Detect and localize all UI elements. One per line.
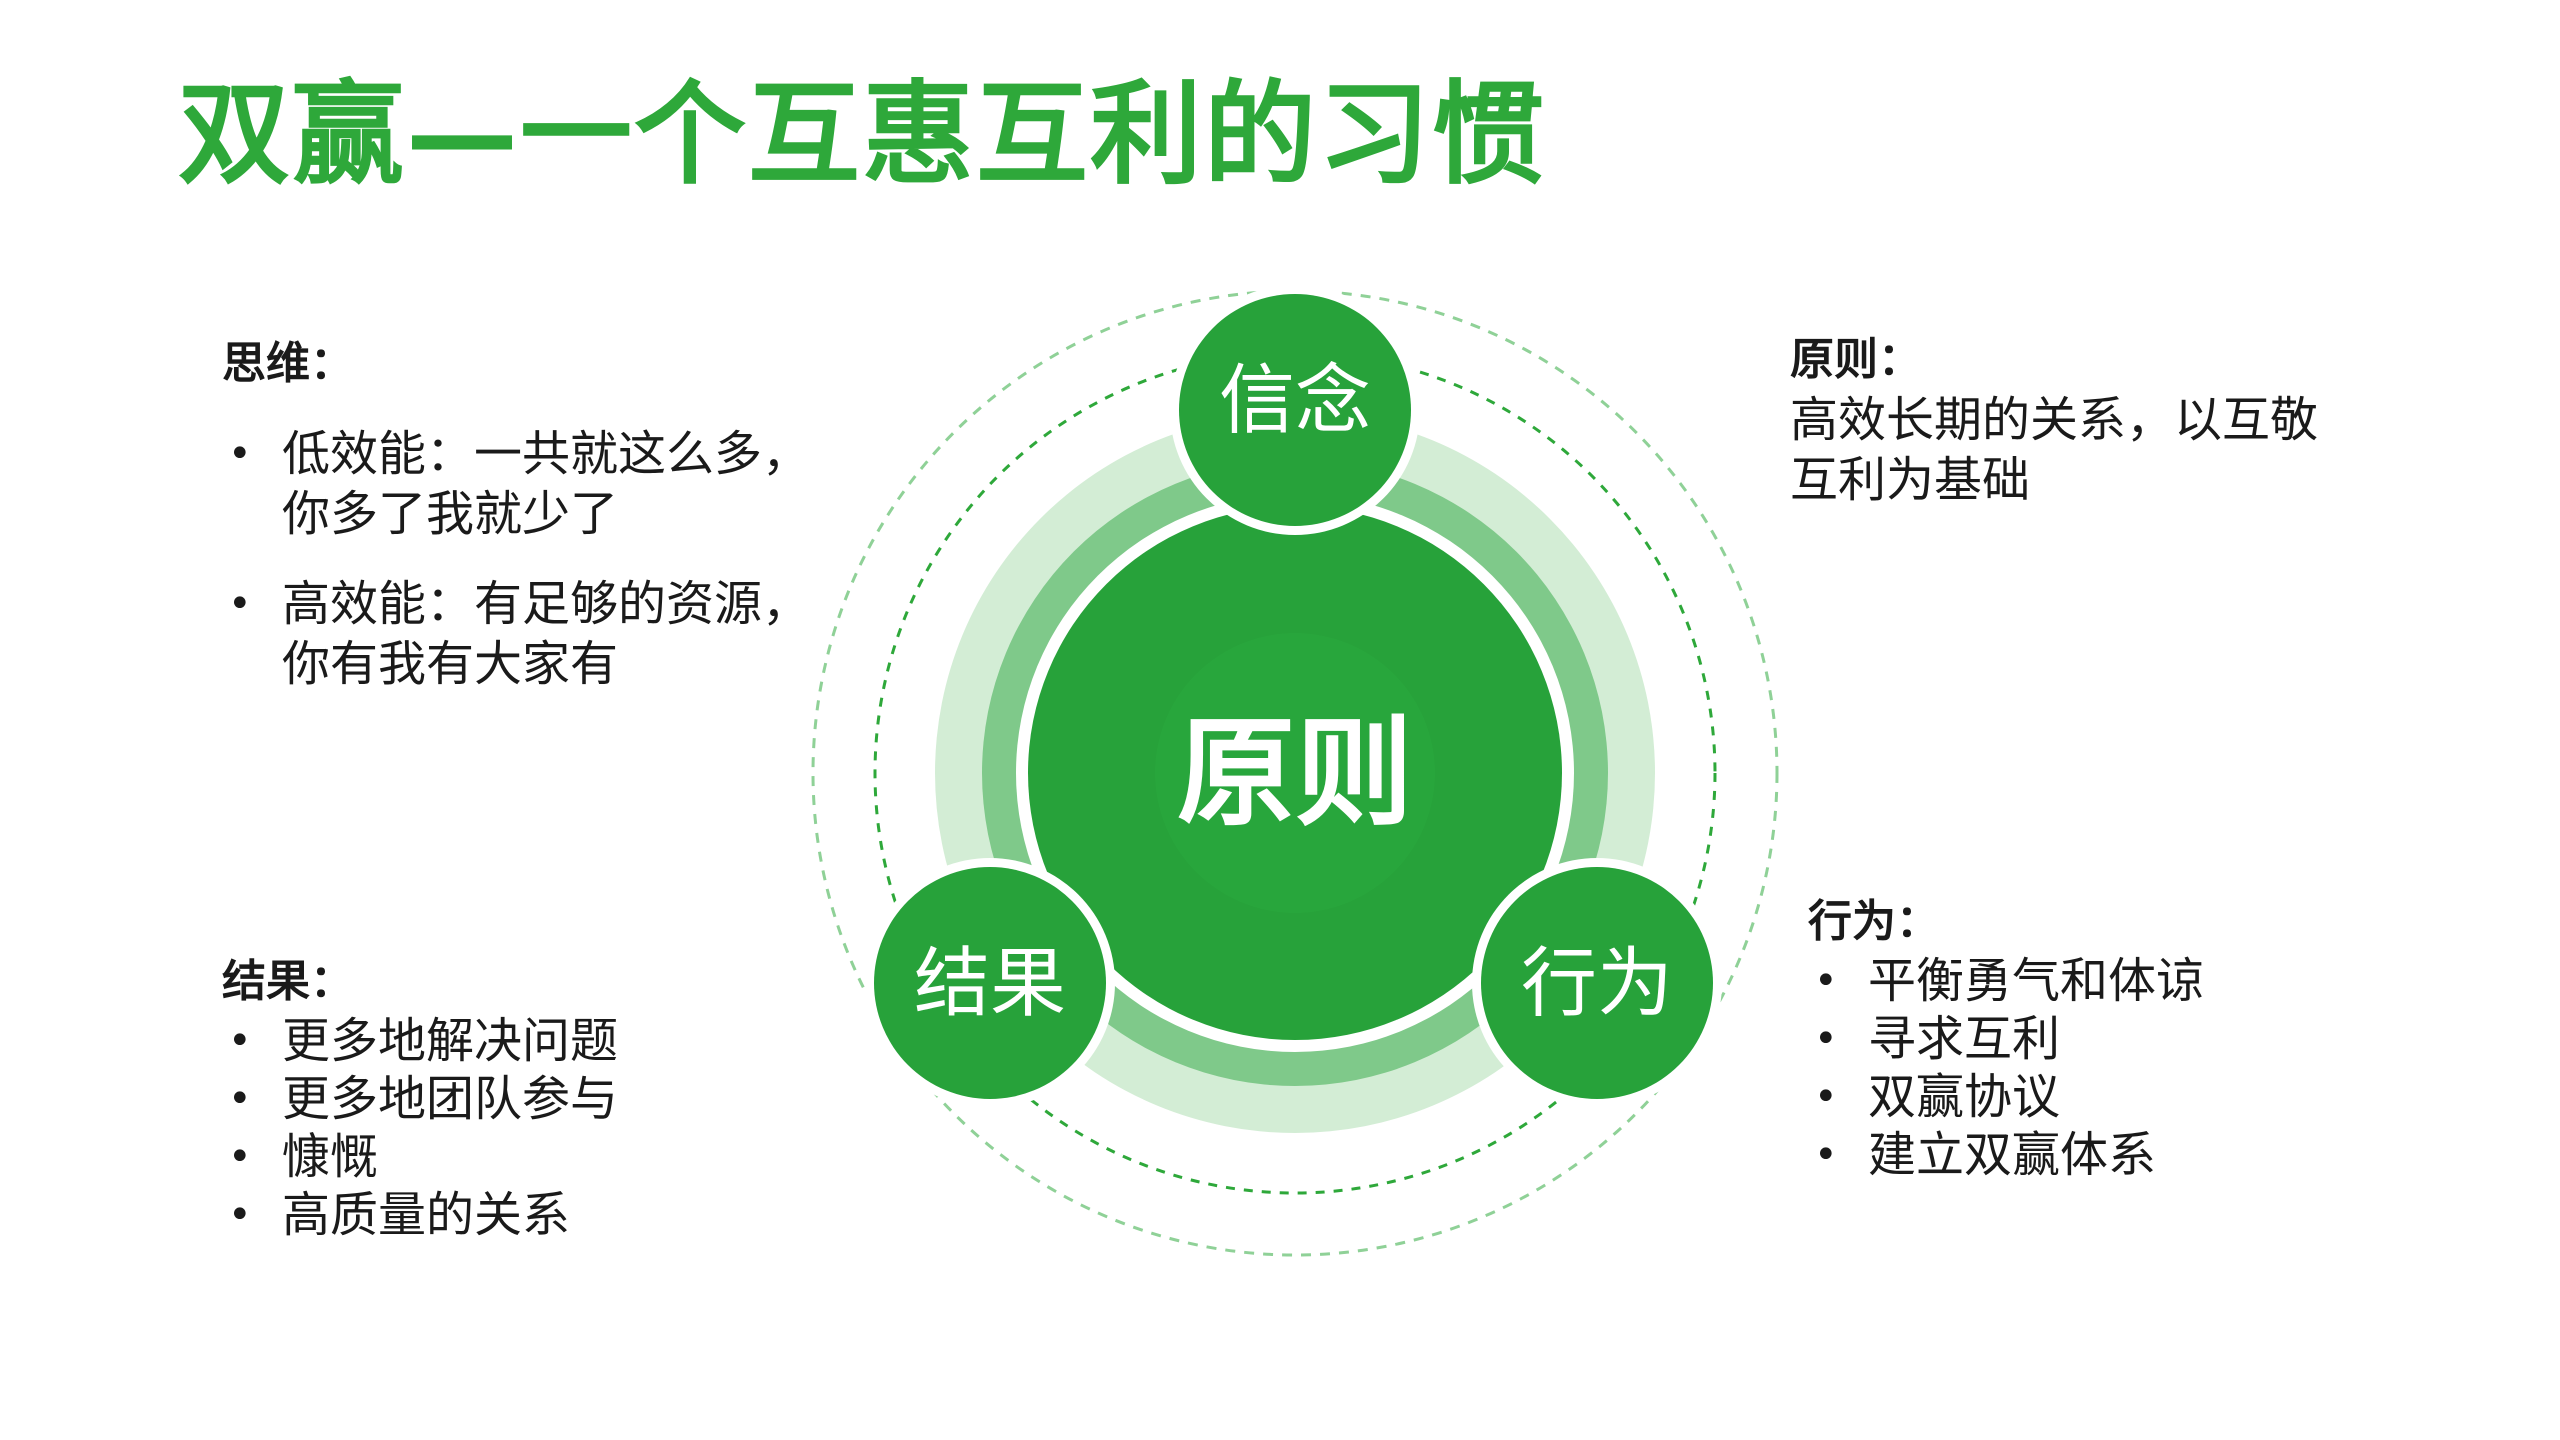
thinking-item-line: 你多了我就少了 [282,486,619,542]
action-item: •平衡勇气和体谅 [1814,953,2205,1009]
node-result: 结果 [865,858,1115,1108]
bullet-dot: • [1814,1132,1838,1178]
bullet-dot: • [228,1134,252,1180]
principle-line: 互利为基础 [1790,452,2031,508]
bullet-dot: • [228,1076,252,1122]
principle-block: 原则： 高效长期的关系，以互敬 互利为基础 [1790,330,2318,510]
inner-dashed-ring [873,351,1717,1195]
node-belief-label: 信念 [1219,356,1371,445]
node-result-label: 结果 [914,939,1066,1028]
action-item: •双赢协议 [1814,1069,2061,1125]
core-label: 原则 [1177,704,1413,842]
action-block: 行为： •平衡勇气和体谅 •寻求互利 •双赢协议 •建立双赢体系 [1808,892,2204,1184]
thinking-item-line: 高效能：有足够的资源， [282,576,811,632]
bullet-dot: • [228,1018,252,1064]
node-belief: 信念 [1170,285,1420,535]
result-item: •慷慨 [228,1129,379,1185]
action-list: •平衡勇气和体谅 •寻求互利 •双赢协议 •建立双赢体系 [1808,952,2204,1184]
action-item: •建立双赢体系 [1814,1127,2157,1183]
result-list: •更多地解决问题 •更多地团队参与 •慷慨 •高质量的关系 [222,1012,618,1244]
bullet-dot: • [1814,958,1838,1004]
bullet-dot: • [1814,1016,1838,1062]
node-action-label: 行为 [1521,939,1673,1028]
slide-title: 双赢—一个互惠互利的习惯 [178,70,1546,200]
result-item: •高质量的关系 [228,1187,571,1243]
node-action: 行为 [1472,858,1722,1108]
bullet-dot: • [228,1192,252,1238]
bullet-dot: • [228,431,252,477]
result-item: •更多地解决问题 [228,1013,619,1069]
thinking-item-line: 你有我有大家有 [282,636,619,692]
thinking-heading: 思维： [222,338,354,389]
result-heading: 结果： [222,956,354,1007]
thinking-block: 思维： • 低效能：一共就这么多， 你多了我就少了 • 高效能：有足够的资源， … [222,334,810,724]
principle-heading: 原则： [1790,334,1922,385]
action-heading: 行为： [1808,896,1940,947]
action-item: •寻求互利 [1814,1011,2061,1067]
thinking-item: • 低效能：一共就这么多， 你多了我就少了 [222,424,810,544]
core-inner-glow [1155,633,1435,913]
thinking-item: • 高效能：有足够的资源， 你有我有大家有 [222,574,810,694]
bullet-dot: • [228,581,252,627]
thinking-item-line: 低效能：一共就这么多， [282,426,811,482]
result-item: •更多地团队参与 [228,1071,619,1127]
result-block: 结果： •更多地解决问题 •更多地团队参与 •慷慨 •高质量的关系 [222,952,618,1244]
thinking-list: • 低效能：一共就这么多， 你多了我就少了 • 高效能：有足够的资源， 你有我有… [222,424,810,694]
principle-line: 高效长期的关系，以互敬 [1790,392,2319,448]
bullet-dot: • [1814,1074,1838,1120]
